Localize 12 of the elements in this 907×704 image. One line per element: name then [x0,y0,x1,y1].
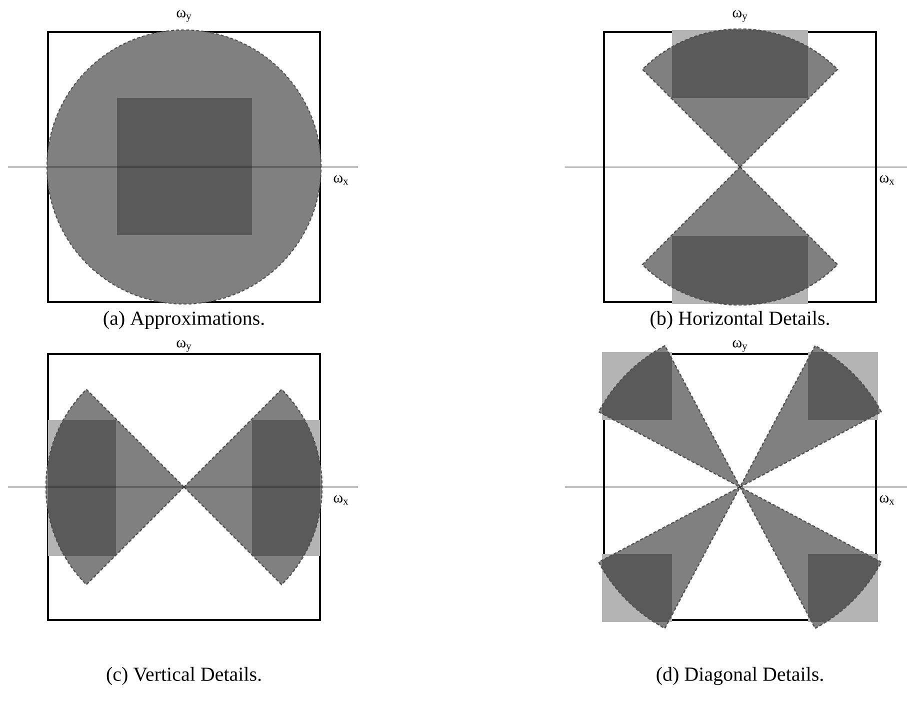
axis-label: ω$_{y}$ [176,340,192,352]
axis-label: ω$_{x}$ [880,175,894,185]
axis-label: ω$_{y}$ [732,10,748,22]
caption: (b) Horizontal Details. [650,310,829,330]
caption: (a) Approximations. [104,310,264,330]
axis-label: ω$_{x}$ [880,495,894,505]
caption: (c) Vertical Details. [106,666,261,686]
axis-label: ω$_{y}$ [176,10,192,22]
axis-label: ω$_{x}$ [334,175,348,185]
axis-label: ω$_{x}$ [334,495,348,505]
caption: (d) Diagonal Details. [656,666,823,686]
axis-label: ω$_{y}$ [732,340,748,352]
